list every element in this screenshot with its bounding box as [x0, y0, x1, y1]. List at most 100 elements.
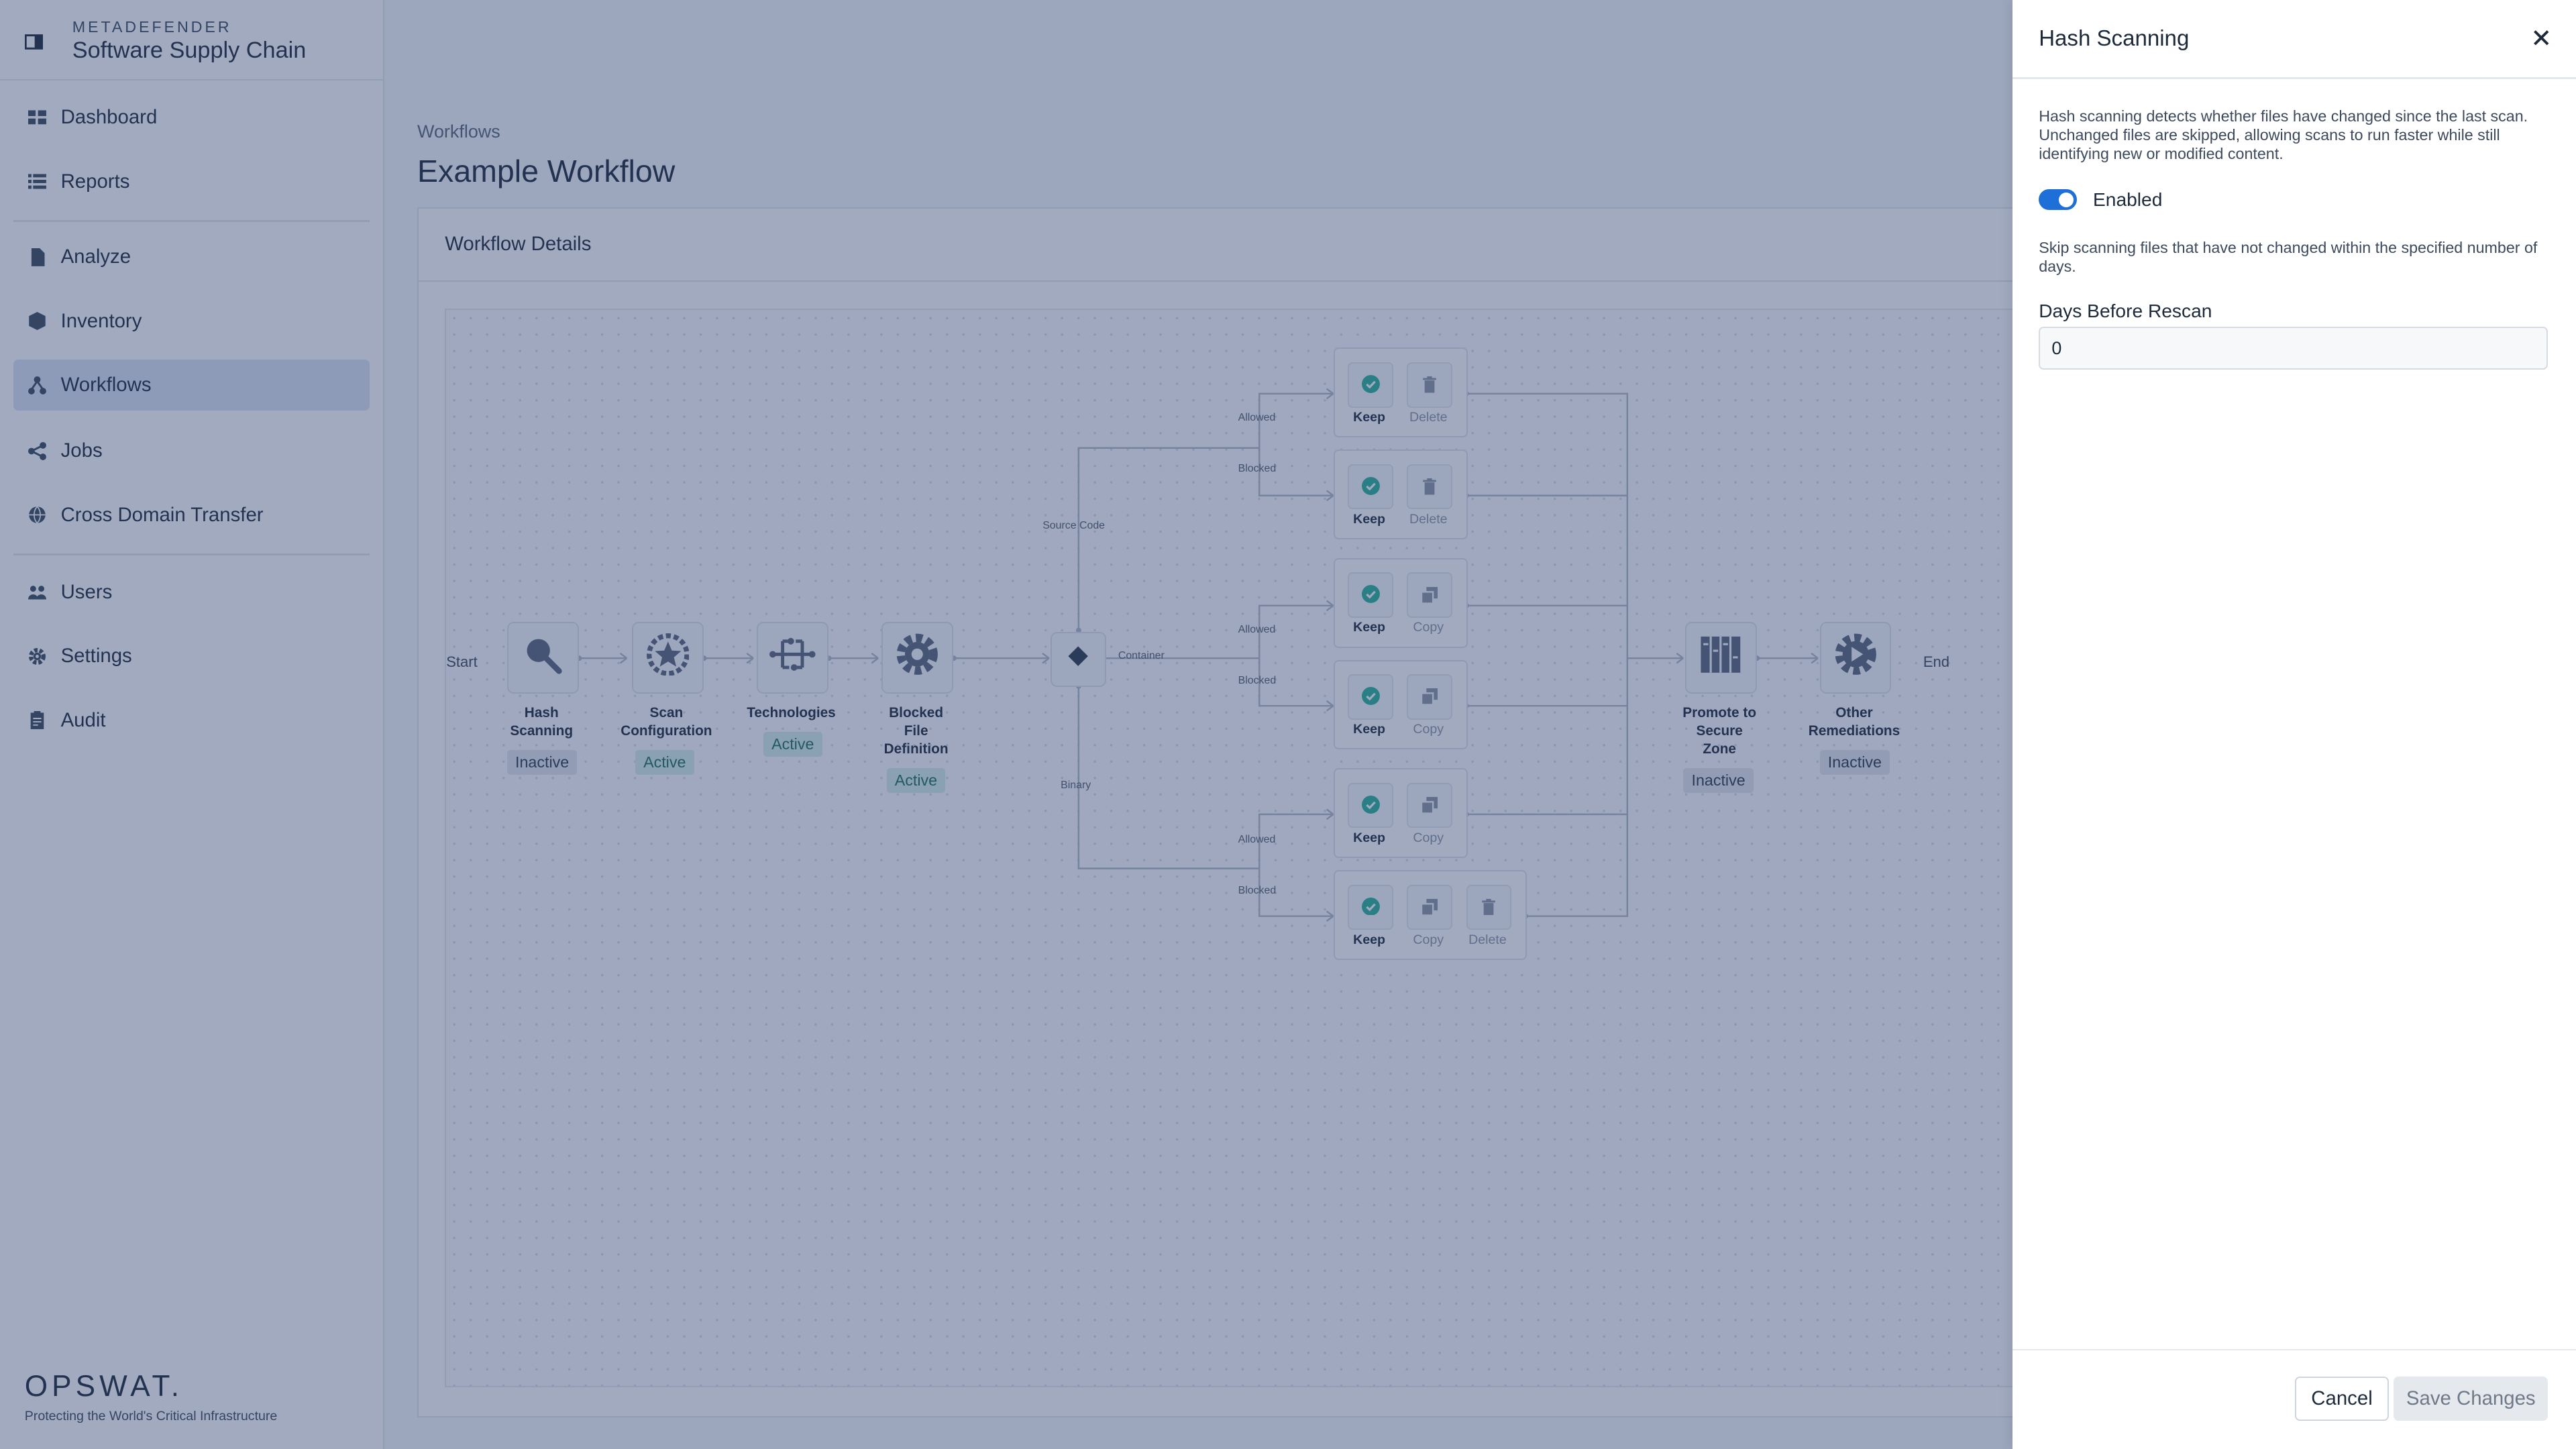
dashboard-icon: [28, 109, 46, 127]
box-icon: [28, 312, 46, 331]
keep-button[interactable]: [1348, 674, 1393, 720]
edge-label-blocked: Blocked: [1238, 462, 1277, 474]
node-label: Scan Configuration: [621, 704, 712, 739]
card-title: Workflow Details: [445, 233, 592, 256]
hash-scanning-panel: Hash Scanning Hash scanning detects whet…: [2012, 0, 2576, 1449]
gear-icon: [894, 631, 941, 684]
enabled-toggle[interactable]: [2039, 189, 2077, 211]
panel-header-divider: [2012, 77, 2576, 79]
delete-button[interactable]: [1407, 464, 1453, 510]
workflow-icon: [28, 376, 46, 394]
sidebar: METADEFENDER Software Supply Chain Dashb…: [0, 0, 384, 1449]
panel-footer-divider: [2012, 1348, 2576, 1351]
brand: METADEFENDER Software Supply Chain: [24, 16, 306, 64]
keep-button[interactable]: [1348, 782, 1393, 828]
action-group: Keep Delete: [1333, 449, 1468, 539]
keep-button[interactable]: [1348, 362, 1393, 408]
users-icon: [28, 583, 46, 601]
branch-label-source-code: Source Code: [1042, 520, 1106, 532]
close-button[interactable]: [2530, 26, 2553, 49]
copy-button[interactable]: [1407, 782, 1453, 828]
check-circle-icon: [1361, 791, 1380, 820]
breadcrumb[interactable]: Workflows: [417, 121, 500, 142]
node-scan-configuration[interactable]: [631, 622, 704, 694]
node-blocked-file-definition[interactable]: [881, 622, 954, 694]
sidebar-item-users[interactable]: Users: [13, 567, 370, 618]
nav-divider: [13, 220, 370, 222]
copy-button[interactable]: [1407, 674, 1453, 720]
sidebar-item-label: Audit: [60, 708, 106, 731]
delete-label: Delete: [1468, 932, 1507, 947]
workflow-canvas[interactable]: Start End Hash Scanning Inactive Scan Co…: [445, 308, 2091, 1388]
nav-divider: [13, 553, 370, 555]
keep-button[interactable]: [1348, 464, 1393, 510]
logo-wordmark: OPSWAT.: [24, 1370, 184, 1403]
action-group: Keep Copy: [1333, 557, 1468, 648]
node-other-remediations[interactable]: [1819, 622, 1892, 694]
brand-divider: [0, 78, 383, 80]
branch-label-container: Container: [1118, 649, 1165, 661]
status-badge: Active: [635, 750, 694, 775]
workflow-start: Start: [446, 653, 478, 670]
node-branch-decision[interactable]: [1051, 631, 1106, 688]
copy-button[interactable]: [1407, 884, 1453, 930]
copy-icon: [1420, 580, 1438, 610]
action-group: Keep Copy: [1333, 768, 1468, 858]
check-circle-icon: [1361, 682, 1380, 712]
node-label: Technologies: [747, 704, 836, 720]
check-circle-icon: [1361, 892, 1380, 922]
keep-button[interactable]: [1348, 884, 1393, 930]
sidebar-item-label: Jobs: [60, 439, 103, 462]
node-label: Promote to Secure Zone: [1682, 704, 1757, 757]
globe-icon: [28, 506, 46, 525]
modal-overlay[interactable]: [0, 0, 2013, 1449]
sidebar-item-label: Settings: [60, 645, 132, 667]
sidebar-collapse-icon[interactable]: [24, 28, 48, 51]
trash-icon: [1422, 472, 1437, 502]
copy-icon: [1420, 682, 1438, 712]
node-label: Hash Scanning: [510, 704, 574, 739]
server-icon: [1699, 633, 1742, 683]
edge-label-blocked: Blocked: [1238, 885, 1277, 897]
node-promote-to-secure-zone[interactable]: [1684, 622, 1757, 694]
clipboard-icon: [28, 711, 46, 730]
save-changes-button[interactable]: Save Changes: [2394, 1377, 2548, 1421]
trash-icon: [1422, 370, 1437, 400]
days-before-rescan-input[interactable]: [2039, 327, 2548, 370]
delete-label: Delete: [1409, 409, 1448, 425]
diamond-icon: [1067, 645, 1089, 674]
list-icon: [28, 172, 46, 191]
cancel-button[interactable]: Cancel: [2295, 1377, 2389, 1421]
status-badge: Inactive: [1683, 768, 1754, 793]
node-hash-scanning[interactable]: [506, 622, 579, 694]
sidebar-item-analyze[interactable]: Analyze: [13, 231, 370, 282]
keep-label: Keep: [1353, 932, 1386, 947]
status-badge: Active: [886, 768, 946, 793]
delete-button[interactable]: [1466, 884, 1512, 930]
sidebar-item-jobs[interactable]: Jobs: [13, 425, 370, 476]
copy-icon: [1420, 892, 1438, 922]
sidebar-item-label: Analyze: [60, 246, 131, 268]
sidebar-item-settings[interactable]: Settings: [13, 631, 370, 682]
delete-button[interactable]: [1407, 362, 1453, 408]
copy-button[interactable]: [1407, 572, 1453, 618]
file-icon: [28, 248, 46, 266]
card-header: Workflow Details: [419, 209, 2062, 282]
copy-label: Copy: [1413, 620, 1444, 635]
node-technologies[interactable]: [757, 622, 828, 694]
sidebar-item-label: Reports: [60, 170, 130, 193]
circuit-icon: [769, 635, 816, 681]
sidebar-item-inventory[interactable]: Inventory: [13, 296, 370, 347]
panel-title: Hash Scanning: [2039, 26, 2190, 52]
sidebar-item-reports[interactable]: Reports: [13, 156, 370, 207]
sidebar-item-cross-domain-transfer[interactable]: Cross Domain Transfer: [13, 490, 370, 541]
gear-icon: [28, 647, 46, 665]
sidebar-item-label: Cross Domain Transfer: [60, 503, 264, 526]
copy-label: Copy: [1413, 932, 1444, 947]
keep-button[interactable]: [1348, 572, 1393, 618]
sidebar-item-audit[interactable]: Audit: [13, 695, 370, 746]
sidebar-item-workflows[interactable]: Workflows: [13, 360, 370, 411]
sidebar-item-dashboard[interactable]: Dashboard: [13, 92, 370, 143]
brand-product: METADEFENDER: [72, 17, 232, 36]
check-circle-icon: [1361, 580, 1380, 610]
